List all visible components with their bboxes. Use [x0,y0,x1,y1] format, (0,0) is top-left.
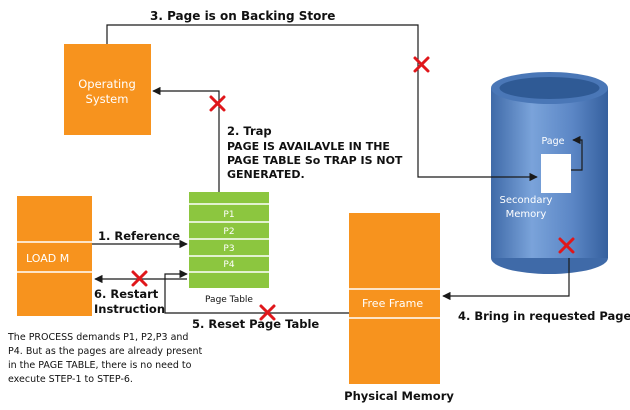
arrow-page-loop [571,135,583,171]
page-table-caption: Page Table [205,295,253,305]
page-table-entry: P1 [223,210,234,220]
process-note-line: in the PAGE TABLE, there is no need to [8,360,192,371]
step5-label: 5. Reset Page Table [192,317,319,331]
page-table-entry: P4 [223,260,234,270]
trap-note-line: GENERATED. [227,168,305,181]
operating-system-box: Operating System [64,44,151,135]
process-note-line: P4. But as the pages are already present [8,346,202,357]
step6-label-line2: Instruction [94,302,165,316]
page-table-entry: P2 [223,227,234,237]
secondary-memory-label-line1: Secondary [500,195,553,206]
step6-label-line1: 6. Restart [94,287,159,301]
os-label-line1: Operating [78,77,136,91]
page-table-entry: P3 [223,244,234,254]
arrow-step4 [442,258,570,301]
disk-page-label: Page [542,136,565,147]
step4-label: 4. Bring in requested Page [458,309,630,323]
secondary-memory-disk: Page Secondary Memory [491,72,608,274]
arrow-step3 [106,24,538,182]
arrow-step5 [164,269,349,314]
x-mark-icon [558,237,575,254]
step2-label: 2. Trap [227,124,272,138]
arrow-step2 [152,86,220,192]
x-mark-icon [259,304,276,321]
x-marks [131,56,575,321]
process-note: The PROCESS demands P1, P2,P3 and P4. Bu… [7,332,202,385]
free-frame-label: Free Frame [362,297,423,310]
x-mark-icon [413,56,430,73]
x-mark-icon [131,270,148,287]
load-m-label: LOAD M [26,252,69,265]
x-mark-icon [209,95,226,112]
flow-arrows [92,24,583,314]
process-note-line: The PROCESS demands P1, P2,P3 and [7,332,188,343]
page-block [541,154,571,193]
step1-label: 1. Reference [98,229,180,243]
instruction-box: LOAD M [17,196,92,316]
physical-memory: Free Frame Physical Memory [344,213,454,403]
physical-memory-label: Physical Memory [344,389,454,403]
page-table: P1 P2 P3 P4 Page Table [189,192,269,305]
trap-note-line: PAGE IS AVAILAVLE IN THE [227,140,390,153]
os-label-line2: System [86,92,129,106]
process-note-line: execute STEP-1 to STEP-6. [8,374,133,385]
trap-note-line: PAGE TABLE So TRAP IS NOT [227,154,403,167]
step3-label: 3. Page is on Backing Store [150,9,335,23]
secondary-memory-label-line2: Memory [506,209,547,220]
